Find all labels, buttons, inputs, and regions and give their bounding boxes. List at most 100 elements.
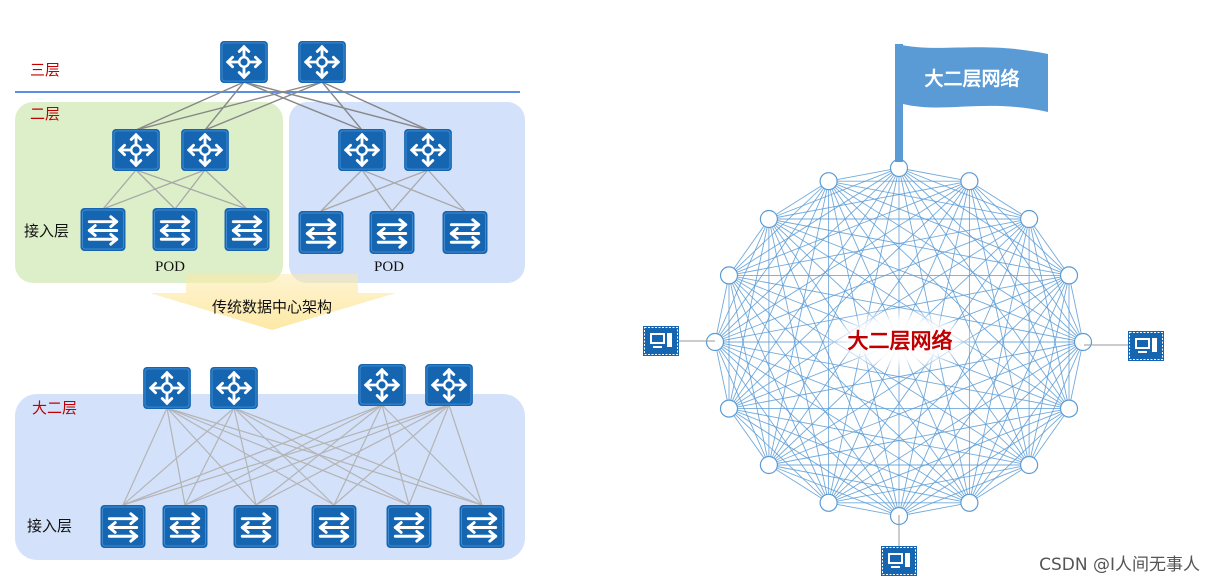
leaf-switch-icon <box>162 505 208 548</box>
mesh-link <box>828 180 1084 343</box>
mesh-link <box>969 180 1030 220</box>
pod-label: POD <box>155 259 185 275</box>
spine-leaf-link <box>233 407 257 506</box>
mesh-link <box>728 408 900 517</box>
spine-router-icon <box>357 364 407 406</box>
mesh-link <box>714 218 770 343</box>
mesh-link <box>828 180 1070 409</box>
flag-title: 大二层网络 <box>924 67 1019 90</box>
center-glow <box>822 308 978 372</box>
mesh-node <box>819 172 838 191</box>
center-title: 大二层网络 <box>848 329 953 353</box>
mesh-link <box>728 218 770 409</box>
mesh-link <box>768 180 970 220</box>
mesh-link <box>768 464 900 517</box>
mesh-link <box>768 180 829 220</box>
mesh-link <box>1028 275 1070 466</box>
mesh-link <box>1068 275 1084 343</box>
mesh-link <box>1028 218 1070 276</box>
mesh-link <box>828 502 900 517</box>
mesh-node <box>1073 332 1093 352</box>
spine-leaf-link <box>381 404 410 506</box>
leaf-switch-icon <box>233 505 279 548</box>
mesh-link <box>898 167 1070 276</box>
core-router-icon <box>297 41 347 83</box>
mesh-node <box>705 332 725 352</box>
spine-leaf-link <box>333 404 450 506</box>
big-l2-label: 大二层 <box>32 399 77 417</box>
pod-label: POD <box>374 259 404 275</box>
mesh-link <box>768 464 829 504</box>
spine-leaf-link <box>184 407 235 506</box>
spine-leaf-link <box>184 404 383 506</box>
mesh-link <box>768 181 830 466</box>
agg-access-links <box>102 169 466 212</box>
access-switch-icon <box>152 208 198 251</box>
spine-leaf-link <box>255 404 450 506</box>
spine-leaf-link <box>122 407 168 506</box>
spine-leaf-link <box>122 404 383 506</box>
mesh-link <box>969 464 1030 504</box>
mesh-link <box>728 408 770 466</box>
mesh-node <box>1059 399 1079 418</box>
mesh-node <box>759 209 779 229</box>
spine-leaf-link <box>333 404 383 506</box>
mesh-node <box>1059 266 1079 285</box>
spine-leaf-link <box>408 404 450 506</box>
layer3-label: 三层 <box>30 61 60 79</box>
agg-router-icon <box>111 129 161 171</box>
mesh-node <box>1019 209 1039 229</box>
mesh-link <box>728 408 829 504</box>
spine-leaf-link <box>166 407 483 506</box>
spine-leaf-link <box>381 404 483 506</box>
leaf-switch-icon <box>311 505 357 548</box>
mesh-link <box>728 275 900 517</box>
mesh-link <box>828 167 900 182</box>
mesh-link <box>714 341 970 504</box>
watermark: CSDN @I人间无事人 <box>1039 555 1200 575</box>
spine-leaf-link <box>166 407 335 506</box>
mesh-link <box>728 167 900 276</box>
spine-router-icon <box>142 367 192 409</box>
spine-router-icon <box>424 364 474 406</box>
transition-arrow: 传统数据中心架构 <box>150 274 396 330</box>
big-l2-architecture: 大二层 接入层 <box>15 364 525 560</box>
mesh-link <box>714 341 730 409</box>
mesh-link <box>714 275 730 343</box>
core-agg-links <box>135 81 429 131</box>
mesh-link <box>898 408 1070 517</box>
spine-leaf-link <box>166 407 257 506</box>
spine-leaf-link <box>233 407 410 506</box>
mesh-link <box>768 218 1084 343</box>
agg-router-icon <box>403 129 453 171</box>
mesh-link <box>714 341 1070 410</box>
access-layer-label: 接入层 <box>27 517 72 535</box>
mesh-node <box>819 493 838 512</box>
access-layer-label: 接入层 <box>24 222 69 240</box>
spine-leaf-link <box>448 404 483 506</box>
mesh-link <box>728 180 829 276</box>
access-switch-icon <box>298 211 344 254</box>
leaf-switch-icon <box>459 505 505 548</box>
access-switch-icon <box>369 211 415 254</box>
mesh-link <box>714 180 829 343</box>
mesh-link <box>828 180 1070 276</box>
spine-leaf-link <box>122 404 450 506</box>
core-router-icon <box>219 41 269 83</box>
agg-router-icon <box>337 129 387 171</box>
mesh-link <box>969 180 1084 343</box>
mesh-link <box>728 181 830 409</box>
access-switch-icon <box>80 208 126 251</box>
mesh-link <box>728 341 1084 410</box>
spine-leaf-link <box>184 404 450 506</box>
mesh-link <box>898 167 970 182</box>
mesh-link <box>728 275 830 503</box>
mesh-link <box>768 464 970 504</box>
traditional-architecture: 三层 二层 接入层 POD POD <box>15 41 525 283</box>
computer-icon <box>643 326 679 356</box>
mesh-node <box>889 158 909 178</box>
mesh-node <box>719 399 739 418</box>
spine-router-icon <box>209 367 259 409</box>
access-switch-icon <box>224 208 270 251</box>
